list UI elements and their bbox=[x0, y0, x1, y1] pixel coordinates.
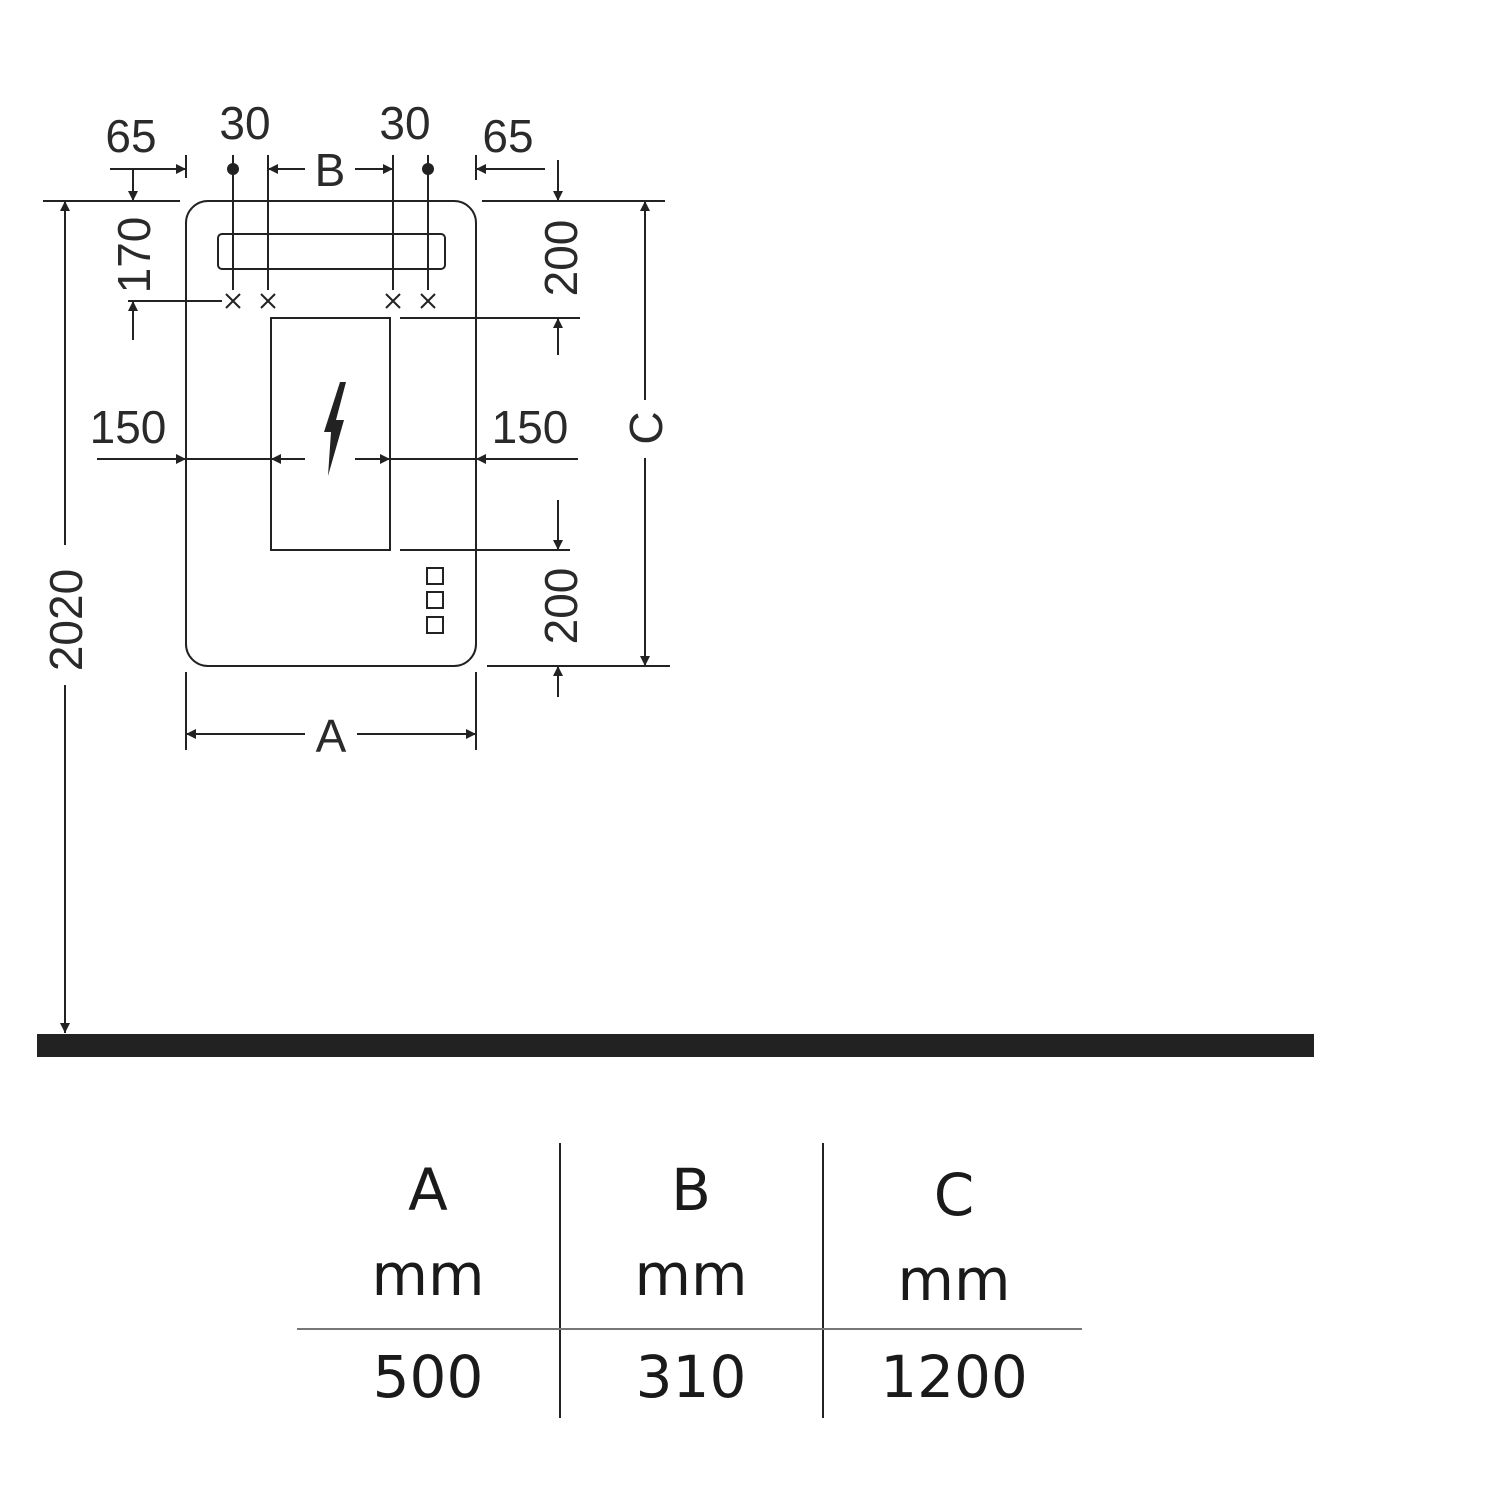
light-bar bbox=[217, 233, 446, 270]
hole-markers bbox=[225, 155, 436, 309]
dim-bottom-outlet-gap: 200 bbox=[535, 568, 587, 645]
control-buttons-icon bbox=[426, 567, 444, 634]
lightning-icon bbox=[324, 382, 346, 476]
table-cell-value: 1200 bbox=[880, 1343, 1028, 1411]
dim-top-hole-drop: 170 bbox=[108, 217, 160, 294]
dim-hole-distance: B bbox=[315, 144, 346, 196]
table-cell-value: 310 bbox=[636, 1343, 747, 1411]
table-column-b: B mm 310 bbox=[635, 1156, 748, 1411]
dim-height: C bbox=[620, 411, 672, 444]
dim-top-outlet-gap: 200 bbox=[535, 220, 587, 297]
dim-left-offset: 65 bbox=[105, 110, 156, 162]
table-column-a: A mm 500 bbox=[372, 1156, 485, 1411]
table-header-unit: mm bbox=[635, 1241, 748, 1309]
table-header-letter: A bbox=[408, 1156, 448, 1224]
table-header-letter: C bbox=[934, 1161, 975, 1229]
floor-line bbox=[37, 1034, 1314, 1057]
table-header-unit: mm bbox=[898, 1246, 1011, 1314]
dim-right-outlet-side: 150 bbox=[492, 401, 569, 453]
dim-floor-height: 2020 bbox=[40, 569, 92, 671]
dim-right-hole-spacing: 30 bbox=[379, 97, 430, 149]
dim-left-outlet-side: 150 bbox=[90, 401, 167, 453]
table-header-letter: B bbox=[671, 1156, 711, 1224]
dim-right-offset: 65 bbox=[482, 110, 533, 162]
dim-left-hole-spacing: 30 bbox=[219, 97, 270, 149]
table-column-c: C mm 1200 bbox=[880, 1161, 1028, 1411]
outlet-zone bbox=[270, 317, 391, 551]
table-header-unit: mm bbox=[372, 1241, 485, 1309]
dim-width: A bbox=[316, 710, 347, 762]
table-cell-value: 500 bbox=[373, 1343, 484, 1411]
mirror-outline bbox=[185, 200, 477, 667]
dimension-table-grid bbox=[297, 1143, 1082, 1418]
